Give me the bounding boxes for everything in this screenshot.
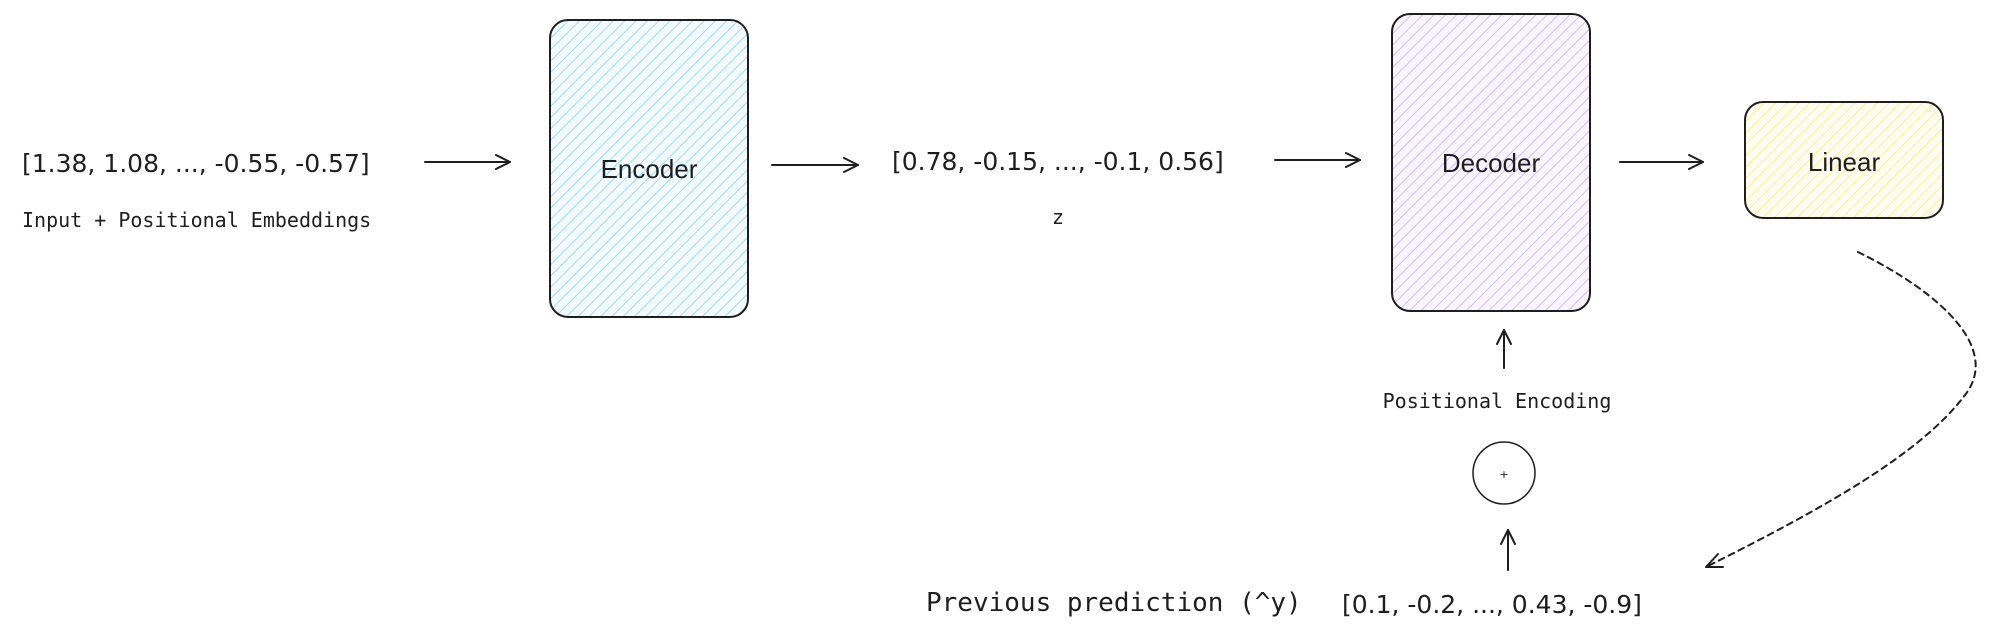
encoder-label: Encoder — [601, 154, 698, 184]
arrow-input-to-encoder — [424, 154, 511, 170]
decoder-label: Decoder — [1442, 148, 1541, 178]
previous-prediction-vector: [0.1, -0.2, ..., 0.43, -0.9] — [1342, 590, 1642, 619]
input-caption: Input + Positional Embeddings — [22, 208, 371, 232]
arrow-linear-to-previous-prediction — [1705, 251, 1977, 568]
arrow-encoder-to-latent — [771, 157, 859, 173]
linear-label: Linear — [1808, 147, 1881, 177]
latent-vector: [0.78, -0.15, ..., -0.1, 0.56] — [892, 147, 1224, 176]
addition-operator: + — [1472, 441, 1536, 505]
arrow-latent-to-decoder — [1274, 152, 1361, 168]
linear-box[interactable]: Linear — [1744, 101, 1944, 219]
input-vector: [1.38, 1.08, ..., -0.55, -0.57] — [22, 149, 370, 178]
encoder-box[interactable]: Encoder — [549, 19, 749, 318]
latent-caption: z — [1052, 205, 1064, 229]
arrow-positional-to-decoder — [1496, 329, 1512, 369]
previous-prediction-caption: Previous prediction (^y) — [926, 588, 1302, 618]
arrow-decoder-to-linear — [1619, 154, 1704, 170]
decoder-box[interactable]: Decoder — [1391, 13, 1591, 312]
arrow-prediction-to-addition — [1500, 529, 1516, 571]
positional-encoding-caption: Positional Encoding — [1383, 389, 1612, 413]
plus-icon: + — [1499, 468, 1508, 481]
